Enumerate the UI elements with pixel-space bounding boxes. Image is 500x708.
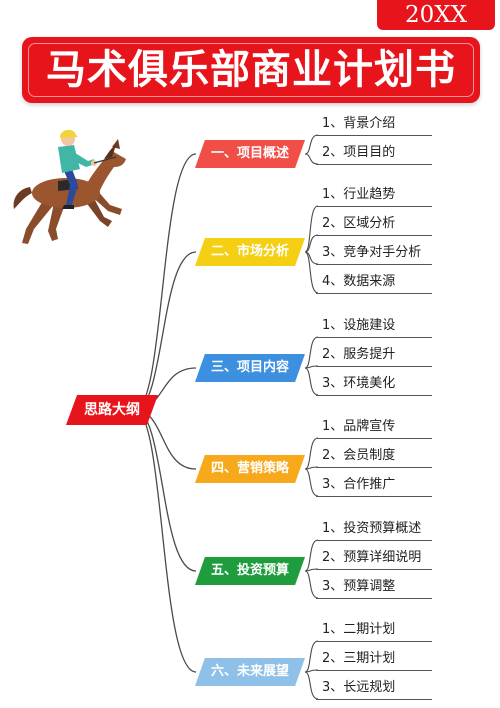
mindmap-leaf: 1、背景介绍 [322, 116, 396, 131]
leaf-connector [304, 134, 319, 155]
mindmap-leaf: 1、设施建设 [322, 318, 396, 333]
leaf-connector [304, 251, 319, 294]
mindmap-leaf: 3、竞争对手分析 [322, 245, 422, 260]
horse-rider-illustration [13, 129, 126, 244]
page-title: 马术俱乐部商业计划书 [46, 47, 456, 93]
leaf-underline [316, 337, 432, 338]
leaf-underline [316, 438, 432, 439]
leaf-connector [304, 153, 319, 165]
leaf-underline [316, 264, 432, 265]
leaf-connector [304, 539, 319, 572]
mindmap-root: 思路大纲 [66, 395, 158, 425]
branch-connector [134, 153, 197, 411]
mindmap-branch: 三、项目内容 [195, 354, 305, 382]
mindmap-leaf: 2、三期计划 [322, 651, 396, 666]
mindmap-leaf: 2、会员制度 [322, 448, 396, 463]
mindmap-leaf: 1、行业趋势 [322, 187, 396, 202]
leaf-underline [316, 395, 432, 396]
leaf-connector [304, 570, 319, 599]
leaf-underline [316, 496, 432, 497]
mindmap-leaf: 3、合作推广 [322, 477, 396, 492]
mindmap-leaf: 2、预算详细说明 [322, 550, 422, 565]
mindmap-branch: 五、投资预算 [195, 557, 305, 585]
leaf-connector [304, 367, 319, 396]
mindmap-branch: 六、未来展望 [195, 658, 305, 686]
leaf-underline [316, 164, 432, 165]
mindmap-leaf: 3、环境美化 [322, 376, 396, 391]
leaf-underline [316, 641, 432, 642]
leaf-underline [316, 670, 432, 671]
mindmap-leaf: 1、投资预算概述 [322, 521, 422, 536]
leaf-connector [304, 640, 319, 673]
branch-connector [134, 409, 197, 572]
leaf-underline [316, 598, 432, 599]
leaf-underline [316, 366, 432, 367]
leaf-underline [316, 540, 432, 541]
branch-connector [134, 409, 197, 673]
mindmap-leaf: 2、区域分析 [322, 216, 396, 231]
mindmap-leaf: 2、项目目的 [322, 145, 396, 160]
leaf-underline [316, 293, 432, 294]
leaf-underline [316, 206, 432, 207]
leaf-connector [304, 205, 319, 253]
leaf-underline [316, 235, 432, 236]
leaf-connector [304, 234, 319, 253]
title-banner: 马术俱乐部商业计划书 [22, 37, 480, 103]
leaf-connector [304, 671, 319, 700]
mindmap-leaf: 4、数据来源 [322, 274, 396, 289]
leaf-underline [316, 135, 432, 136]
leaf-connector [304, 437, 319, 470]
mindmap-leaf: 1、二期计划 [322, 622, 396, 637]
leaf-underline [316, 569, 432, 570]
mindmap-branch: 一、项目概述 [195, 140, 305, 168]
year-tag: 20XX [377, 0, 495, 30]
mindmap-branch: 二、市场分析 [195, 238, 305, 266]
mindmap-branch: 四、营销策略 [195, 455, 305, 483]
mindmap-leaf: 2、服务提升 [322, 347, 396, 362]
mindmap-leaf: 3、长远规划 [322, 680, 396, 695]
mindmap-leaf: 3、预算调整 [322, 579, 396, 594]
leaf-underline [316, 699, 432, 700]
title-banner-border [28, 43, 474, 97]
leaf-underline [316, 467, 432, 468]
leaf-connector [304, 336, 319, 369]
leaf-connector [304, 468, 319, 497]
mindmap-leaf: 1、品牌宣传 [322, 419, 396, 434]
